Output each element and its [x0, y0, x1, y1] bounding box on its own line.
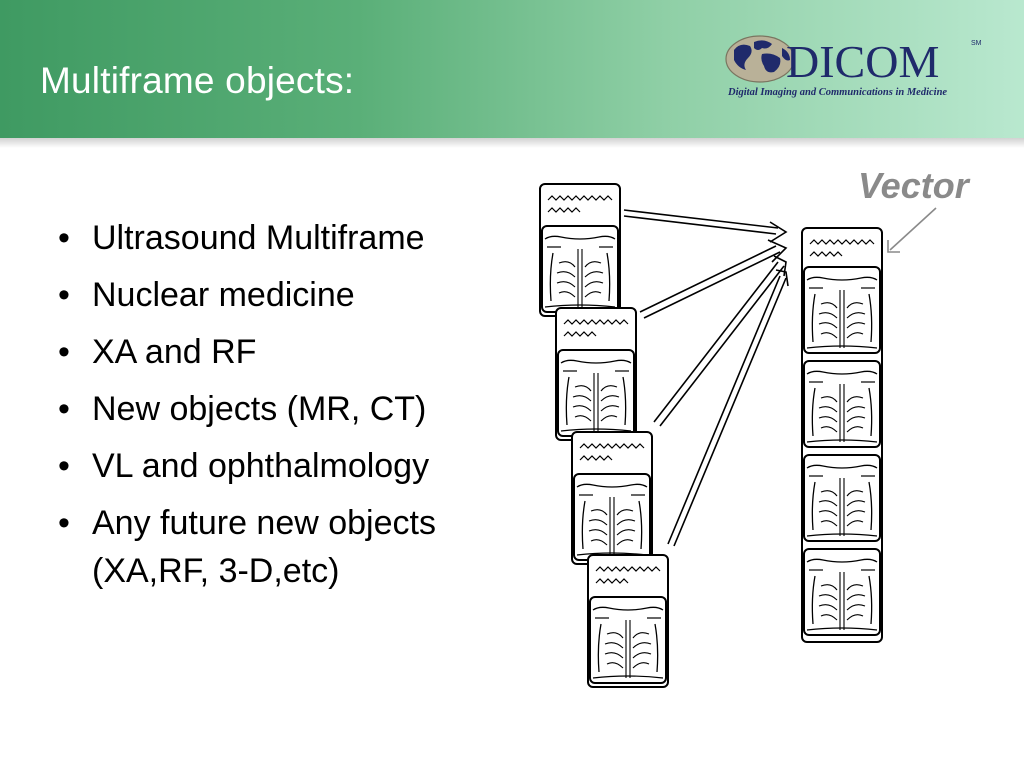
single-frame-image	[571, 431, 653, 565]
chest-xray-frame-icon	[803, 548, 881, 636]
dicom-logo: DICOM SM Digital Imaging and Communicati…	[725, 35, 982, 98]
vector-label: Vector	[858, 165, 969, 206]
chest-xray-frame-icon	[557, 349, 635, 437]
bullet-item: Nuclear medicine	[56, 271, 496, 319]
bullet-item: XA and RF	[56, 328, 496, 376]
single-frame-image	[587, 554, 669, 688]
logo-tagline: Digital Imaging and Communications in Me…	[727, 87, 947, 98]
chest-xray-frame-icon	[803, 360, 881, 448]
header-shadow	[0, 138, 1024, 148]
arrow-group	[623, 209, 789, 547]
arrow-icon	[623, 209, 788, 243]
multiframe-object	[801, 227, 883, 643]
header-banner	[0, 0, 1024, 138]
chest-xray-frame-icon	[803, 454, 881, 542]
slide-title: Multiframe objects:	[40, 60, 355, 101]
chest-xray-frame-icon	[589, 596, 667, 684]
bullet-item: Any future new objects (XA,RF, 3-D,etc)	[56, 499, 496, 595]
logo-wordmark: DICOM	[786, 36, 939, 87]
globe-icon	[725, 35, 795, 83]
chest-xray-frame-icon	[803, 266, 881, 354]
single-frame-image	[539, 183, 621, 317]
bullet-item: Ultrasound Multiframe	[56, 214, 496, 262]
bullet-list: Ultrasound Multiframe Nuclear medicine X…	[56, 214, 496, 604]
single-frame-image	[555, 307, 637, 441]
logo-service-mark: SM	[971, 40, 982, 47]
chest-xray-frame-icon	[573, 473, 651, 561]
bullet-item: VL and ophthalmology	[56, 442, 496, 490]
chest-xray-frame-icon	[541, 225, 619, 313]
bullet-item: New objects (MR, CT)	[56, 385, 496, 433]
arrow-icon	[667, 269, 789, 547]
vector-pointer-arrow-icon	[887, 207, 937, 253]
